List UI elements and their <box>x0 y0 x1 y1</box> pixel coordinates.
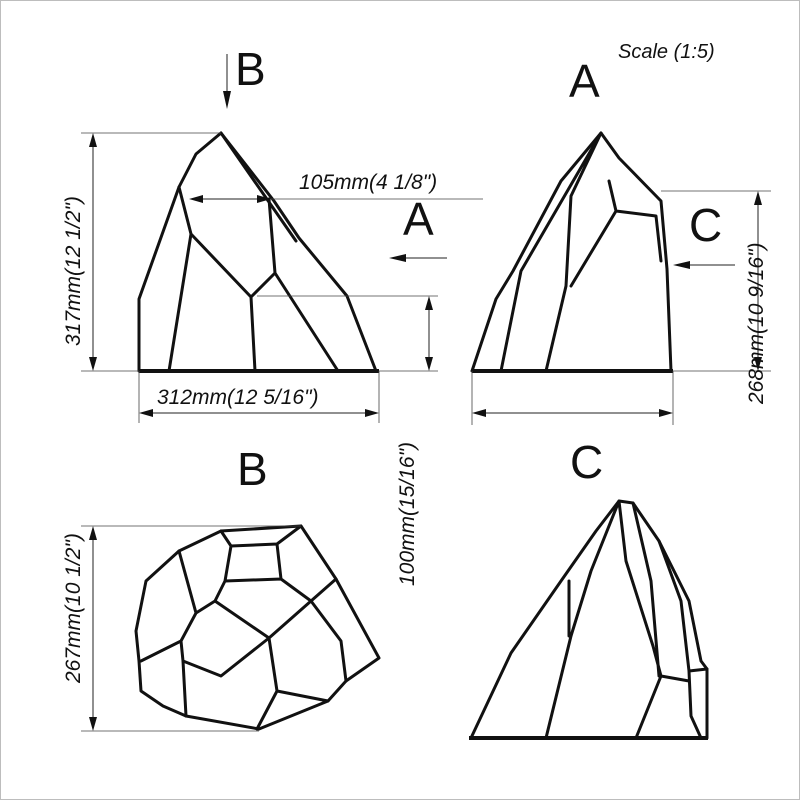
depth-dimension-100: 100mm(15/16") <box>257 295 438 586</box>
top-view-b-facet-edges <box>139 524 348 731</box>
side-view-a-facet-edges <box>499 131 663 373</box>
side-view-c-facet-edges <box>544 499 709 740</box>
height-dimension-267: 267mm(10 1/2") <box>62 525 301 732</box>
side-view-a-title: A <box>569 55 600 107</box>
side-view-c-title: C <box>570 436 603 488</box>
scale-note: Scale (1:5) <box>618 41 715 63</box>
front-view: B A 317mm(12 1/2") 312mm(12 5/16") <box>62 43 483 586</box>
view-direction-label-c: C <box>689 199 722 251</box>
view-direction-arrow-a: A <box>389 193 447 262</box>
view-direction-label-b: B <box>235 43 266 95</box>
height-dimension-317: 317mm(12 1/2") <box>62 132 221 372</box>
height-dimension-label: 317mm(12 1/2") <box>62 196 85 346</box>
side-view-a-width-dimension <box>471 371 674 425</box>
top-view-b: B 267mm(10 1/2") <box>62 443 381 732</box>
top-view-b-outline <box>134 524 381 731</box>
side-view-c: C <box>469 436 709 740</box>
width-dimension-312: 312mm(12 5/16") <box>138 371 380 423</box>
view-direction-arrow-b: B <box>223 43 266 109</box>
depth-dimension-label: 100mm(15/16") <box>396 442 419 586</box>
side-view-a-height-label: 268mm(10 9/16") <box>745 242 768 405</box>
view-direction-label-a: A <box>403 193 434 245</box>
side-view-a-outline <box>470 131 673 373</box>
front-view-outline <box>137 131 378 373</box>
top-view-b-title: B <box>237 443 268 495</box>
front-view-facet-edges <box>167 131 340 373</box>
top-view-b-height-label: 267mm(10 1/2") <box>62 533 85 684</box>
width-dimension-label: 312mm(12 5/16") <box>157 386 319 409</box>
side-view-c-outline <box>469 499 709 740</box>
height-dimension-268: 268mm(10 9/16") <box>661 190 771 405</box>
side-view-a: A C 268mm(10 9/16") <box>470 55 771 425</box>
view-direction-arrow-c: C <box>673 199 735 269</box>
offset-dimension-105: 105mm(4 1/8") <box>189 171 483 203</box>
offset-dimension-label: 105mm(4 1/8") <box>299 171 437 194</box>
